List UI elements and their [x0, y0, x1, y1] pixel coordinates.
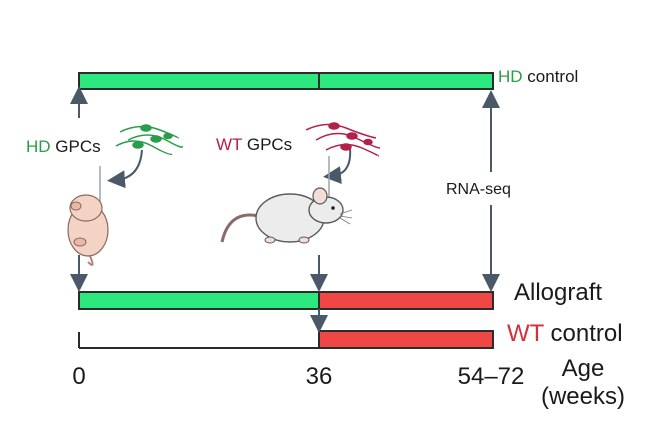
rnaseq-label: RNA-seq: [446, 181, 511, 198]
hd-gpcs-label: HD GPCs: [26, 137, 101, 156]
wt-control-bar: [78, 330, 494, 349]
tick-label-36: 36: [306, 363, 333, 390]
adult-mouse-icon: [220, 187, 353, 244]
axis-title-weeks: (weeks): [541, 383, 625, 410]
wt-gpcs-label: WT GPCs: [216, 135, 292, 154]
hd-control-label: HD control: [498, 67, 578, 86]
axis-title-age: Age: [562, 355, 605, 382]
hd-cells-icon: [115, 124, 183, 156]
allograft-label: Allograft: [514, 279, 602, 306]
wt-cells-icon: [305, 122, 381, 157]
allograft-bar: [78, 291, 494, 310]
newborn-mouse-icon: [67, 194, 109, 266]
timeline-arrows: [70, 86, 500, 333]
tick-label-0: 0: [72, 363, 85, 390]
hd-control-bar: [78, 72, 494, 90]
wt-control-label: WT control: [507, 320, 623, 347]
tick-label-end: 54–72: [458, 363, 525, 390]
